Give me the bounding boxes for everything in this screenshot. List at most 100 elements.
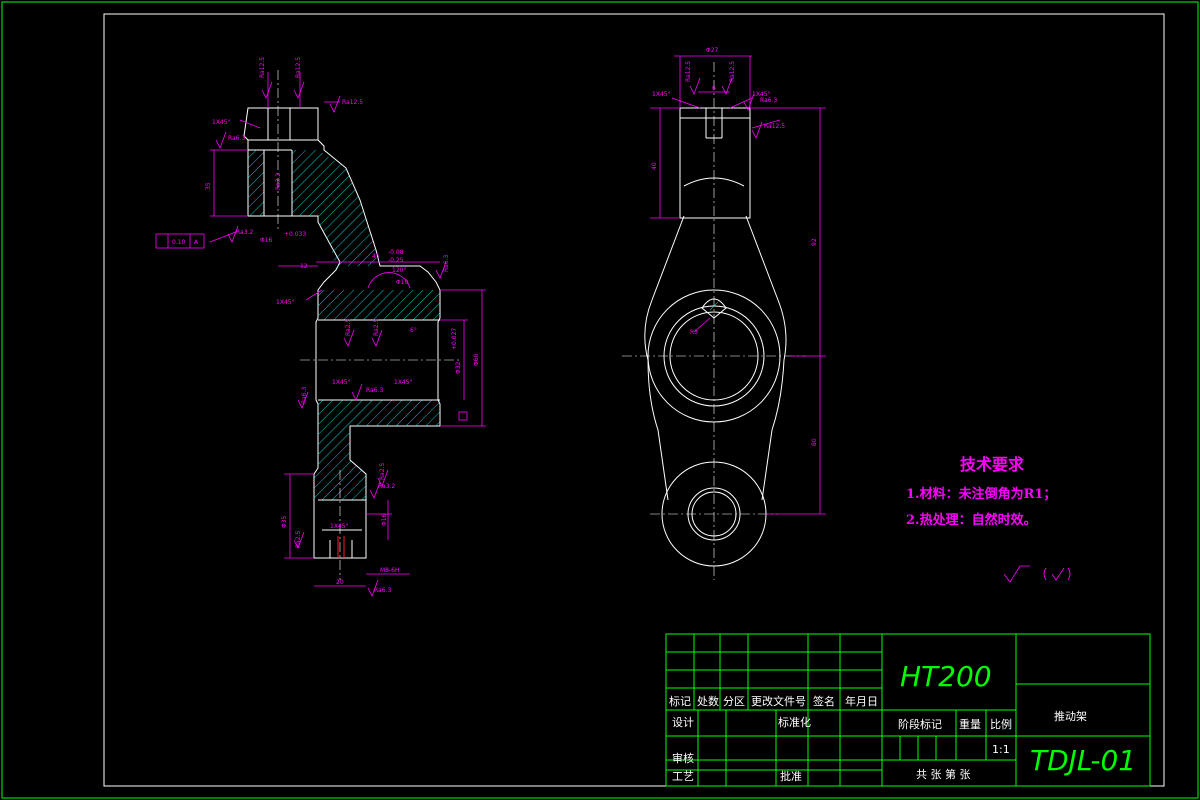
dim-40: 40 [651, 162, 658, 170]
rough-right: Ra6.3 [443, 255, 450, 272]
dim-120: 120° [392, 267, 406, 274]
roughness-symbol [293, 81, 305, 99]
dim-45: 45 [372, 253, 380, 260]
rough-mid-2: Ra2.5 [373, 319, 380, 336]
roughness-symbol [293, 531, 305, 549]
tolerance-value: 0.10 [172, 239, 186, 246]
process-label: 工艺 [672, 770, 694, 783]
rough-mid-1: Ra2.5 [345, 319, 352, 336]
roughness-symbol [351, 383, 363, 401]
roughness-symbol [227, 225, 239, 243]
dim-20: 20 [336, 579, 344, 586]
review-label: 审核 [672, 751, 694, 765]
chamfer-leader [671, 97, 701, 109]
chamfer-leader [305, 289, 323, 301]
roughness-symbol [1051, 567, 1065, 581]
approve-label: 批准 [780, 769, 802, 783]
default-roughness-mark [1003, 565, 1071, 583]
r3-leader [693, 317, 711, 333]
angle-arc [367, 272, 411, 289]
material-label: HT200 [900, 660, 992, 693]
chamfer-l: 1X45° [652, 91, 671, 98]
hatch-web [292, 150, 376, 270]
header-zone: 分区 [723, 695, 745, 708]
header-mark: 标记 [669, 694, 691, 708]
scale-value: 1:1 [992, 743, 1010, 756]
tol-inner: +0.027 [451, 328, 458, 350]
chamfer-inner-l: 1X45° [332, 379, 351, 386]
chamfer-leader [729, 97, 753, 109]
dim-92: 92 [811, 238, 818, 246]
rough-lower-r: Ra3.2 [378, 483, 395, 490]
rough-r2: Ra12.5 [764, 123, 785, 130]
rough-hole: Ra3.2 [275, 173, 282, 190]
roughness-symbol [751, 121, 763, 139]
rough-top-2: Ra12.5 [295, 57, 302, 78]
dim-27: Φ27 [706, 47, 719, 54]
roughness-symbol [371, 329, 383, 347]
dim-10: Φ10 [396, 279, 409, 286]
tolerance-frame [155, 233, 205, 249]
header-change-doc: 更改文件号 [751, 694, 806, 708]
part-name: 推动架 [1054, 709, 1087, 723]
drawing-number: TDJL-01 [1030, 744, 1136, 777]
rough-top-3: Ra12.5 [342, 99, 363, 106]
oil-hole-hatch [706, 301, 722, 314]
dim-35b: Φ35 [281, 515, 288, 528]
standardization-label: 标准化 [778, 715, 811, 729]
scale-label: 比例 [990, 717, 1012, 731]
chamfer-leader [239, 119, 261, 129]
rough-bottom: Ra6.3 [374, 587, 391, 594]
dim-35: 35 [205, 182, 212, 190]
dim-tol-a: +0.033 [284, 231, 306, 238]
dim-tol-c: -0.25 [388, 257, 404, 264]
title-block: HT200 推动架 TDJL-01 标记 处数 分区 更改文件号 签名 年月日 … [665, 633, 1151, 787]
chamfer-mid: 1X45° [276, 299, 295, 306]
sheets-label: 共 张 第 张 [916, 767, 971, 781]
chamfer-bottom: 1X45° [330, 523, 349, 530]
rough-top-1: Ra12.5 [259, 57, 266, 78]
rough-l2: Ra12.5 [685, 61, 692, 82]
weight-label: 重量 [959, 717, 981, 731]
top-boss [679, 107, 751, 219]
tol-leader [209, 231, 237, 243]
roughness-symbol [721, 77, 733, 95]
header-count: 处数 [697, 695, 719, 708]
dim-6: 6 [712, 85, 716, 92]
rough-lower-l: Ra6.3 [301, 387, 308, 404]
rough-tol: Ra3.2 [236, 229, 253, 236]
roughness-symbol [743, 93, 755, 111]
roughness-symbol [343, 329, 355, 347]
hatch-ring-top [318, 290, 440, 320]
chamfer-inner-r: 1X45° [394, 379, 413, 386]
technical-requirements: 技术要求 1.材料：未注倒角为R1； 2.热处理：自然时效。 [906, 455, 1056, 528]
tech-req-heading: 技术要求 [960, 455, 1025, 474]
header-date: 年月日 [845, 694, 878, 708]
dim-16: Φ16 [260, 237, 273, 244]
hatch-ring-bottom [318, 400, 440, 426]
dim-32: Φ32 [455, 361, 462, 374]
stage-mark-label: 阶段标记 [898, 717, 942, 731]
arm-right-edge [745, 215, 787, 501]
dim-tol-b: -0.08 [388, 249, 404, 256]
rough-leader [751, 119, 781, 129]
hatch-top-left [248, 150, 264, 216]
roughness-symbol [329, 95, 341, 113]
section-view: 1X45° Ra12.5 Ra12.5 Ra12.5 Ra6.3 35 Ra3.… [155, 57, 486, 597]
rough-lower-mid: Ra2.5 [379, 463, 386, 480]
paren-right [1067, 567, 1071, 581]
dim-16b: Φ16 [381, 513, 388, 526]
roughness-symbol [377, 469, 389, 487]
dim-60: Φ60 [473, 353, 480, 366]
dim-r3: R3 [690, 329, 698, 336]
roughness-symbol [297, 391, 309, 409]
rough-r1: Ra6.3 [760, 97, 777, 104]
roughness-symbol [369, 481, 381, 499]
roughness-symbol [1003, 565, 1030, 583]
roughness-symbol [367, 579, 379, 597]
dim-12: 12 [300, 263, 308, 270]
hatch-neck [314, 426, 366, 500]
roughness-symbol [215, 131, 227, 149]
